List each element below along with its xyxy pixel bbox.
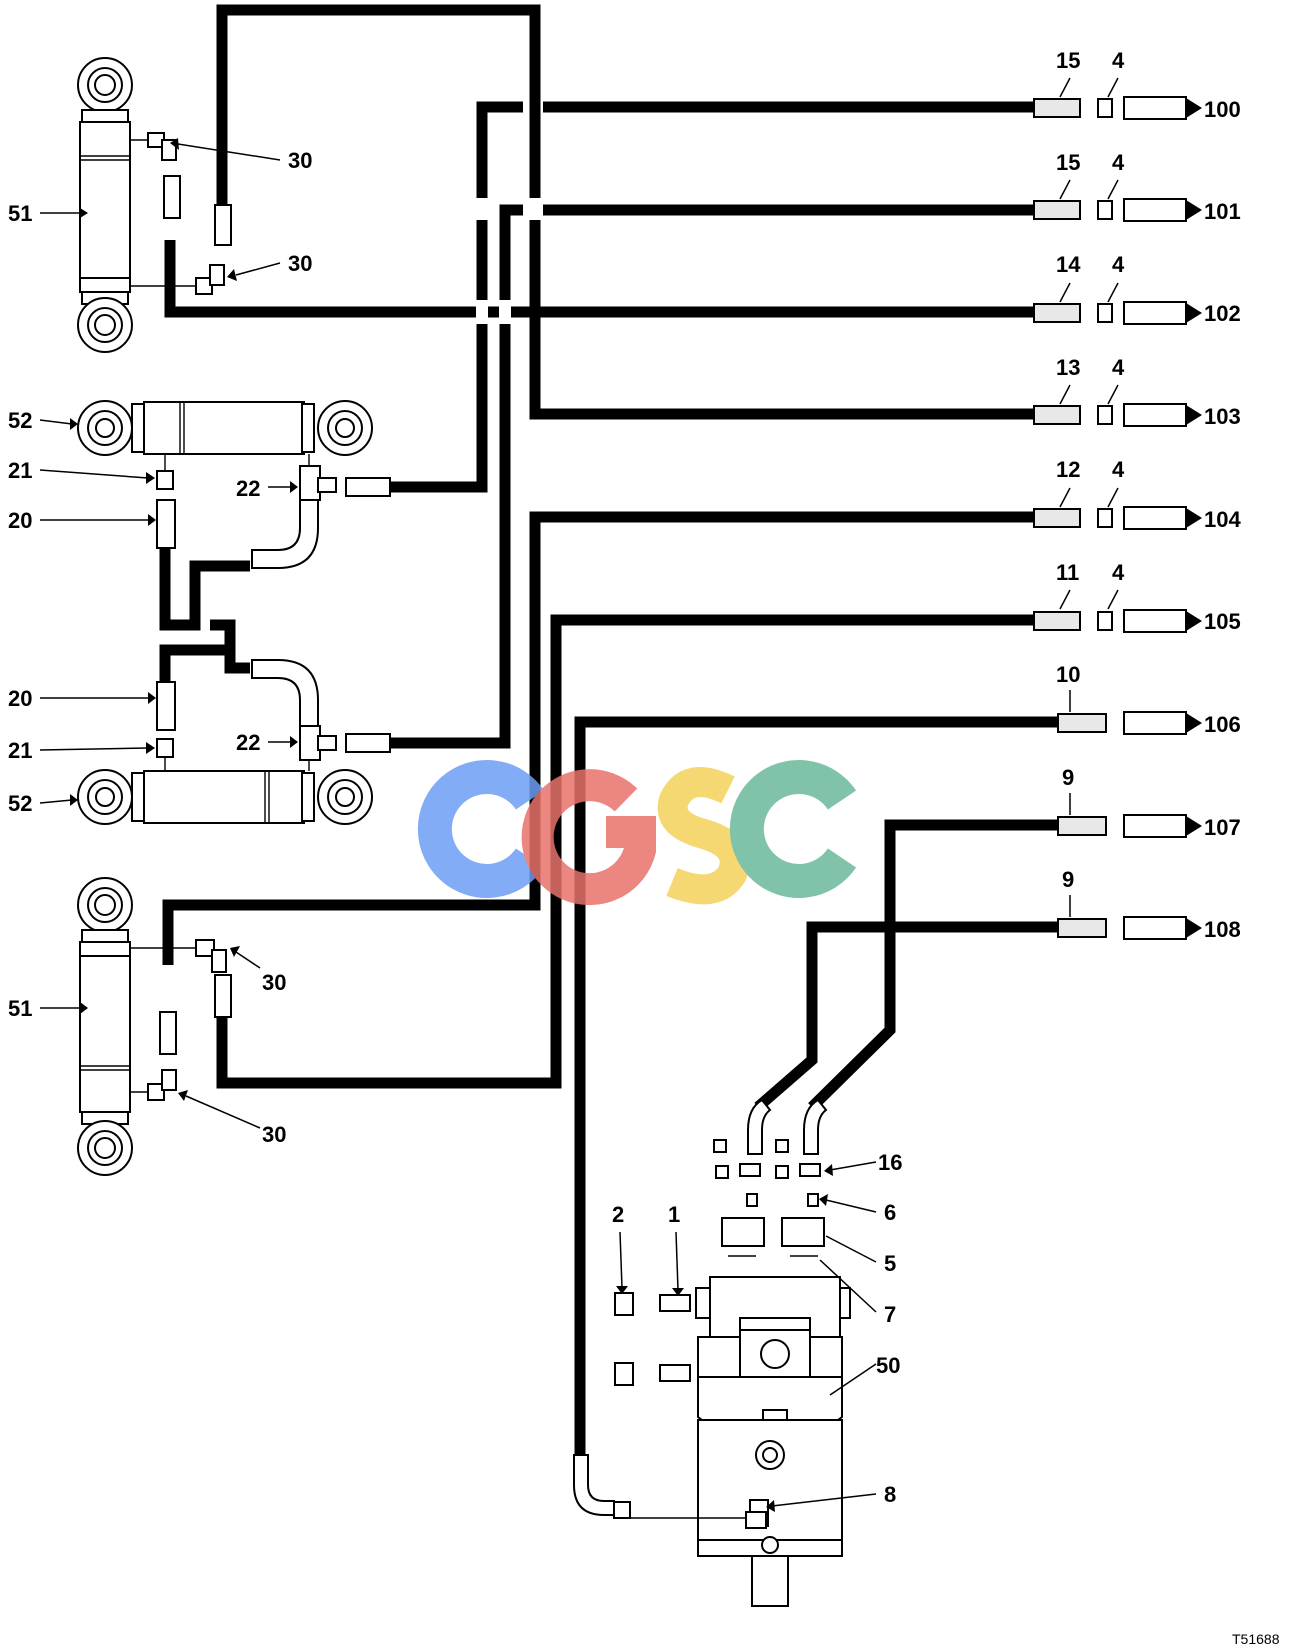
label-fit-21a: 21 [8,458,32,483]
label-hose-row-107: 9 [1062,765,1074,790]
label-dest-108: 108 [1204,917,1241,942]
callout-labels: 51 30 30 52 21 20 22 20 21 22 52 51 30 3… [8,48,1280,1647]
label-dest-105: 105 [1204,609,1241,634]
label-nut-row-102: 4 [1112,252,1125,277]
label-dest-107: 107 [1204,815,1241,840]
label-fit-20b: 20 [8,686,32,711]
label-elbow-30c: 30 [262,970,286,995]
label-tee-22a: 22 [236,476,260,501]
label-dest-104: 104 [1204,507,1241,532]
label-adapter-1: 1 [668,1202,680,1227]
hose-lines [159,4,1058,1455]
label-nut-row-101: 4 [1112,150,1125,175]
label-hose-row-108: 9 [1062,867,1074,892]
label-fit-20a: 20 [8,508,32,533]
figure-id: T51688 [1232,1631,1280,1647]
label-hose-row-100: 15 [1056,48,1080,73]
label-dest-100: 100 [1204,97,1241,122]
label-cap-2: 2 [612,1202,624,1227]
label-hose-row-103: 13 [1056,355,1080,380]
label-cyl-52b: 52 [8,791,32,816]
label-dest-102: 102 [1204,301,1241,326]
label-hose-row-106: 10 [1056,662,1080,687]
label-cyl-51-top: 51 [8,201,32,226]
label-hose-row-101: 15 [1056,150,1080,175]
label-nut-row-105: 4 [1112,560,1125,585]
label-dest-103: 103 [1204,404,1241,429]
cylinder-52-lower [77,659,391,825]
label-flange-half-16: 16 [878,1150,902,1175]
cylinder-52-upper [77,400,391,569]
label-cyl-52a: 52 [8,408,32,433]
label-elbow-30a: 30 [288,148,312,173]
end-fittings [1033,96,1202,940]
cylinder-51-top [77,57,232,353]
label-elbow-30b: 30 [288,251,312,276]
leaders [39,77,1119,1512]
label-oring-7: 7 [884,1302,896,1327]
label-fit-21b: 21 [8,738,32,763]
label-nut-row-103: 4 [1112,355,1125,380]
label-nut-row-100: 4 [1112,48,1125,73]
label-nut-row-104: 4 [1112,457,1125,482]
label-flange-5: 5 [884,1251,896,1276]
label-bolt-6: 6 [884,1200,896,1225]
label-hose-row-104: 12 [1056,457,1080,482]
label-hose-row-105: 11 [1056,560,1079,585]
label-dest-106: 106 [1204,712,1241,737]
label-elbow-30d: 30 [262,1122,286,1147]
label-elbow-8: 8 [884,1482,896,1507]
cylinder-51-bottom [77,877,232,1176]
valve-50-assembly [573,1098,851,1607]
label-tee-22b: 22 [236,730,260,755]
cgsc-watermark [417,760,857,906]
label-hose-row-102: 14 [1056,252,1081,277]
label-cyl-51-bottom: 51 [8,996,32,1021]
label-dest-101: 101 [1204,199,1241,224]
label-valve-50: 50 [876,1353,900,1378]
